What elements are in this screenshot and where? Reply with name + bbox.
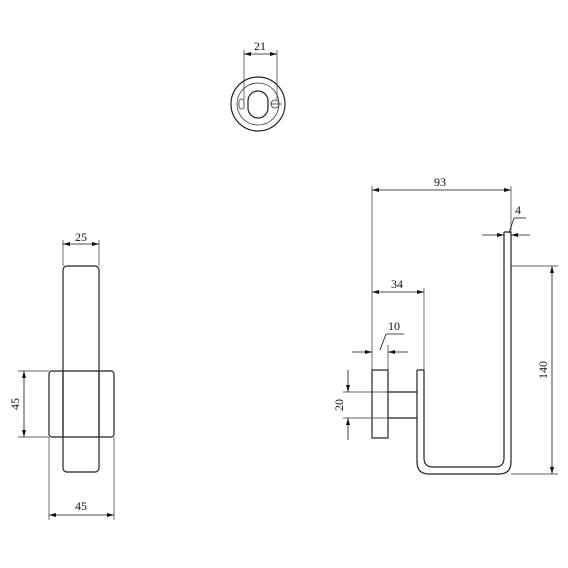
dim-label-10: 10	[388, 319, 400, 333]
arrow-head	[365, 350, 372, 354]
side-view: 25 45 45	[8, 230, 115, 520]
hook-wire-outer	[416, 232, 512, 475]
dim-label-34: 34	[391, 277, 403, 291]
side-base-plate	[48, 370, 115, 438]
top-view: 21	[230, 39, 286, 132]
arrow-head	[417, 290, 424, 294]
arrow-head	[550, 467, 554, 474]
arrow-head	[346, 418, 350, 425]
arrow-head	[372, 290, 379, 294]
arrow-head	[92, 242, 99, 246]
arrow-head	[346, 385, 350, 392]
leader-line	[379, 333, 387, 351]
leader-line	[508, 217, 515, 234]
arrow-head	[63, 242, 70, 246]
front-view: 93 4 34 10 20	[332, 175, 558, 475]
arrow-head	[497, 233, 504, 237]
hook-wire-inner	[423, 232, 505, 468]
arrow-head	[49, 513, 56, 517]
arrow-head	[244, 52, 251, 56]
arrow-head	[511, 233, 518, 237]
wall-plate	[371, 369, 389, 439]
rosette-slot	[247, 90, 269, 119]
dim-label-93: 93	[434, 175, 446, 189]
dim-label-140: 140	[536, 361, 550, 379]
arrow-head	[22, 430, 26, 437]
arrow-head	[388, 350, 395, 354]
arrow-head	[372, 188, 379, 192]
arrow-head	[270, 52, 277, 56]
arrow-head	[504, 188, 511, 192]
rosette-outer	[230, 76, 286, 132]
dim-label-4: 4	[515, 203, 521, 217]
arrow-head	[22, 371, 26, 378]
dim-label-20: 20	[332, 399, 346, 411]
arrow-head	[550, 266, 554, 273]
dim-label-45-vertical: 45	[8, 398, 22, 410]
arrow-head	[107, 513, 114, 517]
screw-hole-left	[238, 98, 245, 110]
dim-label-21: 21	[254, 39, 266, 53]
side-hook-body	[62, 265, 100, 473]
dim-label-25: 25	[75, 230, 87, 244]
dim-label-45-horizontal: 45	[75, 499, 87, 513]
